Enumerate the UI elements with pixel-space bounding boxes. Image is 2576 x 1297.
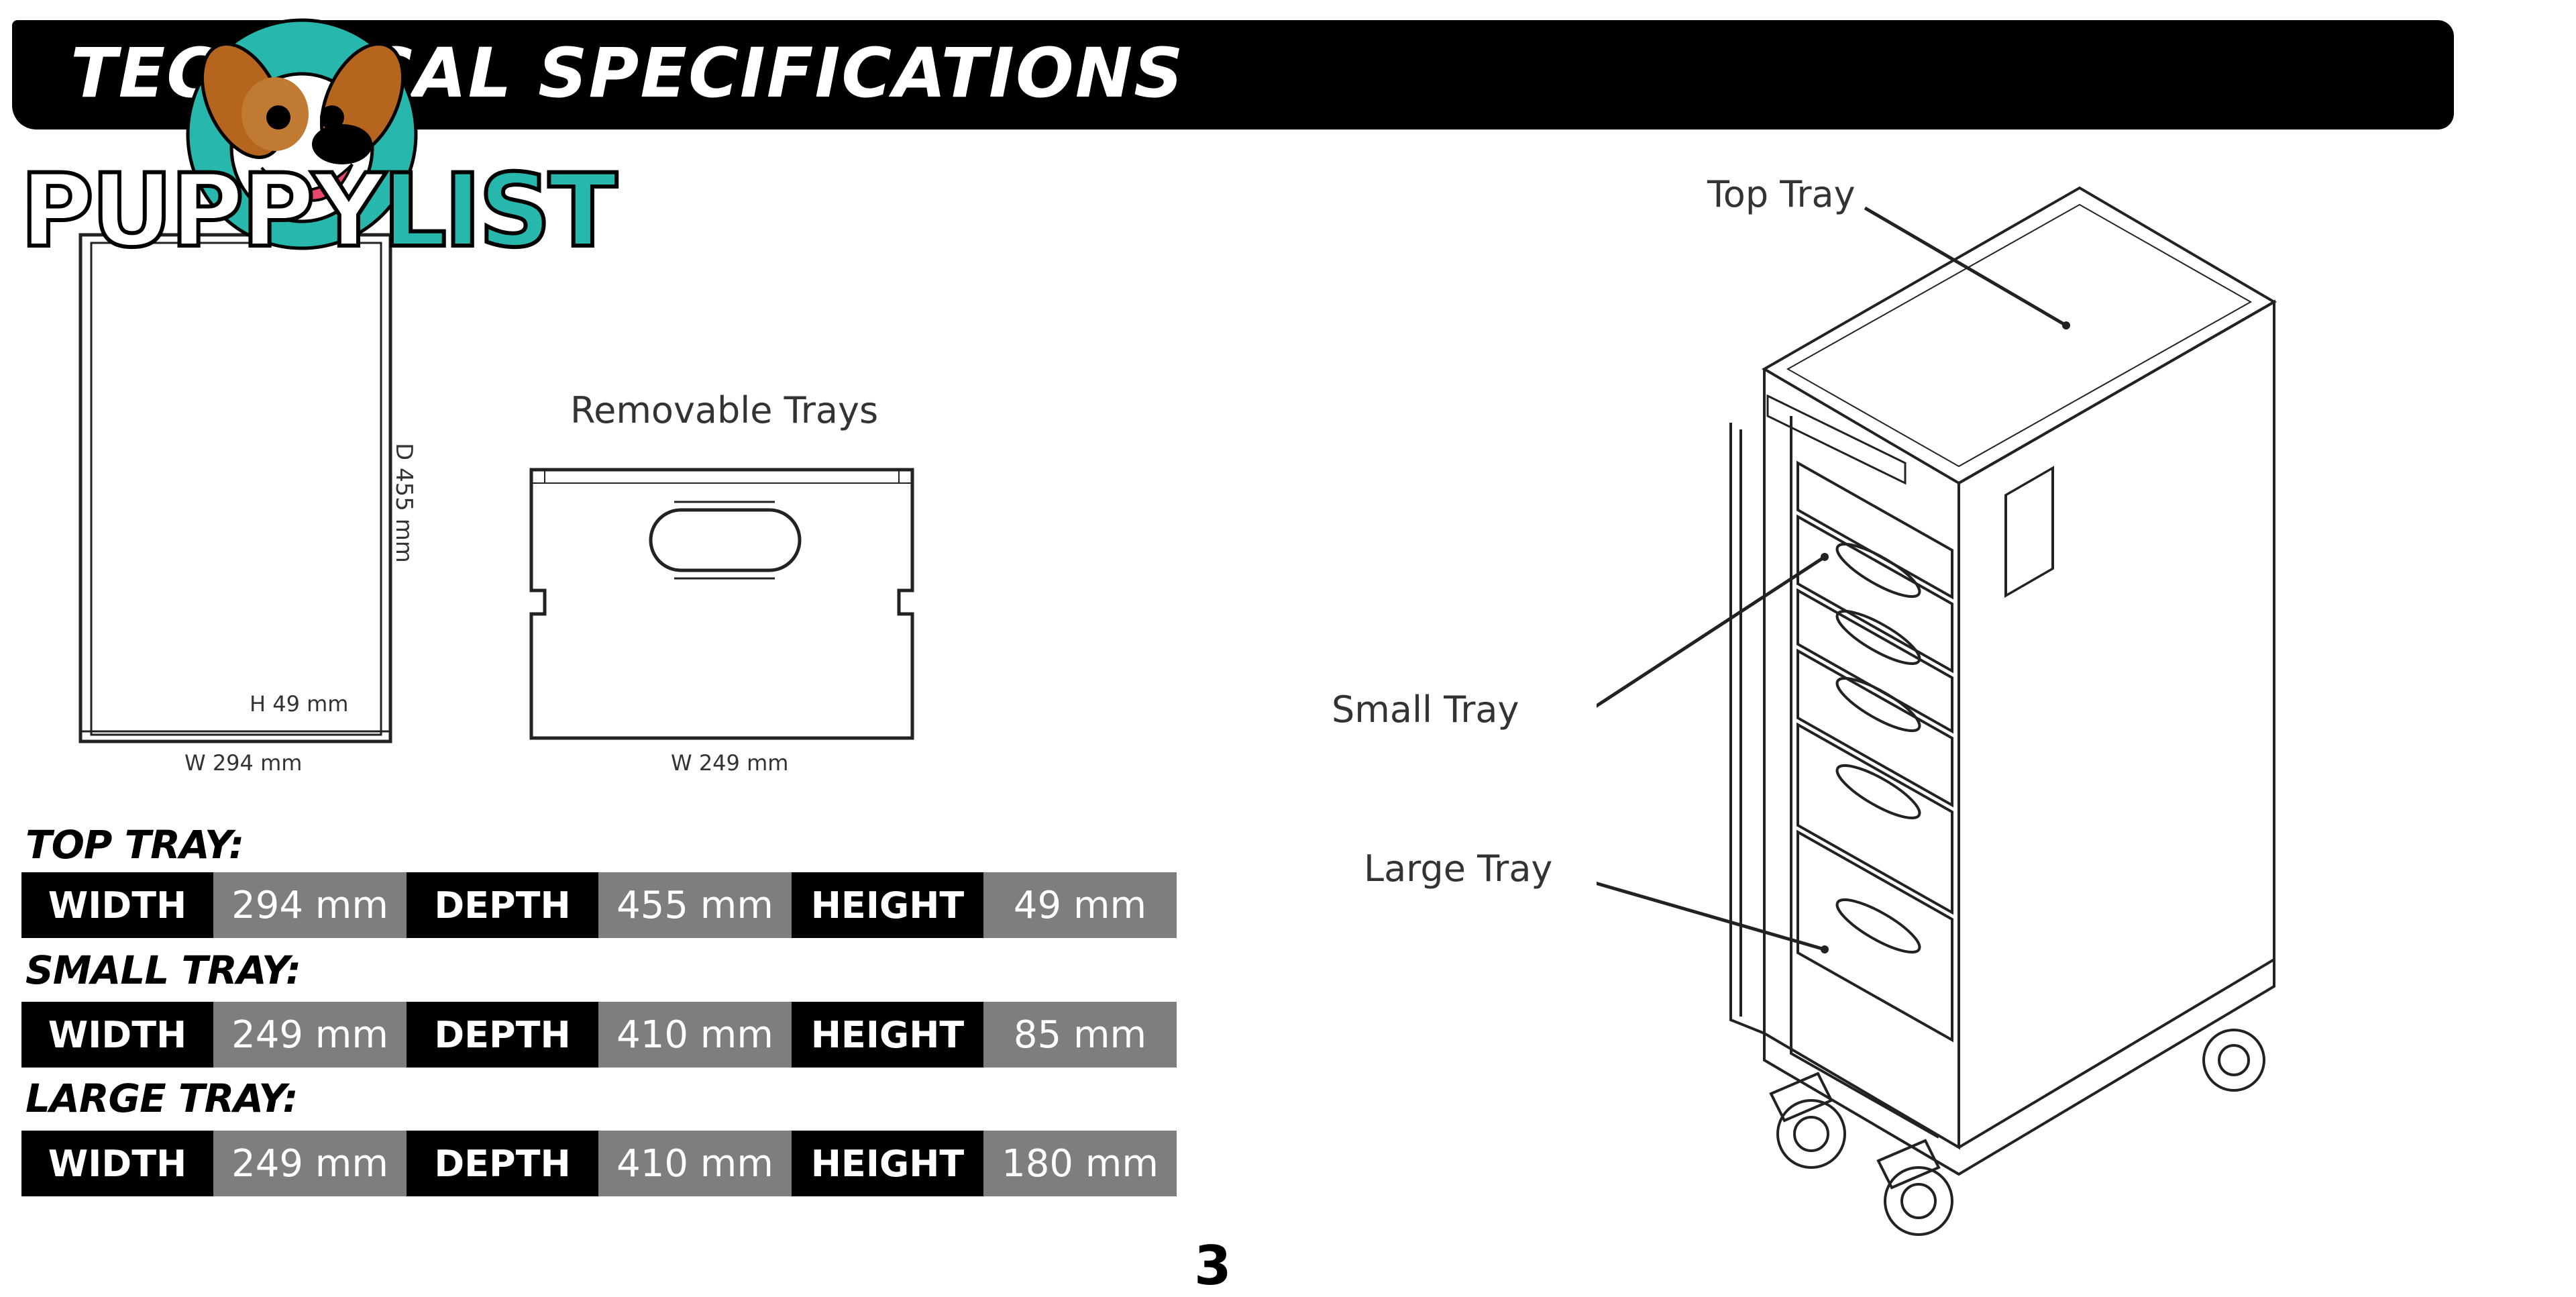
depth-value: 455 mm — [598, 872, 792, 938]
removable-tray-width-label: W 249 mm — [671, 750, 789, 776]
top-tray-callout: Top Tray — [1707, 173, 1856, 215]
top-tray-section-title: TOP TRAY: — [25, 822, 244, 868]
depth-value: 410 mm — [598, 1131, 792, 1196]
height-value: 49 mm — [983, 872, 1177, 938]
small-tray-section-title: SMALL TRAY: — [25, 947, 301, 993]
large-tray-callout: Large Tray — [1364, 847, 1553, 890]
height-value: 85 mm — [983, 1002, 1177, 1068]
height-label: HEIGHT — [792, 872, 983, 938]
width-label: WIDTH — [21, 1131, 213, 1196]
depth-value: 410 mm — [598, 1002, 792, 1068]
height-label: HEIGHT — [792, 1002, 983, 1068]
large-tray-section-title: LARGE TRAY: — [25, 1076, 299, 1121]
height-value: 180 mm — [983, 1131, 1177, 1196]
page-number: 3 — [1194, 1235, 1232, 1297]
depth-label: DEPTH — [407, 1131, 598, 1196]
width-label: WIDTH — [21, 1002, 213, 1068]
large-tray-spec-row: WIDTH 249 mm DEPTH 410 mm HEIGHT 180 mm — [21, 1131, 1177, 1196]
removable-tray-drawing — [529, 468, 914, 740]
small-tray-callout: Small Tray — [1332, 688, 1519, 731]
small-tray-spec-row: WIDTH 249 mm DEPTH 410 mm HEIGHT 85 mm — [21, 1002, 1177, 1068]
depth-label: DEPTH — [407, 872, 598, 938]
top-tray-depth-label: D 455 mm — [390, 443, 417, 563]
width-value: 294 mm — [213, 872, 407, 938]
depth-label: DEPTH — [407, 1002, 598, 1068]
width-value: 249 mm — [213, 1002, 407, 1068]
top-tray-outline-drawing — [78, 233, 392, 743]
logo-wordmark: PUPPYLIST — [18, 151, 619, 272]
height-label: HEIGHT — [792, 1131, 983, 1196]
width-value: 249 mm — [213, 1131, 407, 1196]
removable-trays-title: Removable Trays — [570, 389, 879, 431]
top-tray-height-label: H 49 mm — [250, 691, 349, 717]
cabinet-drawing — [1597, 186, 2277, 1236]
width-label: WIDTH — [21, 872, 213, 938]
top-tray-width-label: W 294 mm — [184, 750, 303, 776]
header-banner — [12, 20, 2454, 129]
top-tray-spec-row: WIDTH 294 mm DEPTH 455 mm HEIGHT 49 mm — [21, 872, 1177, 938]
puppy-logo-icon — [186, 18, 418, 250]
